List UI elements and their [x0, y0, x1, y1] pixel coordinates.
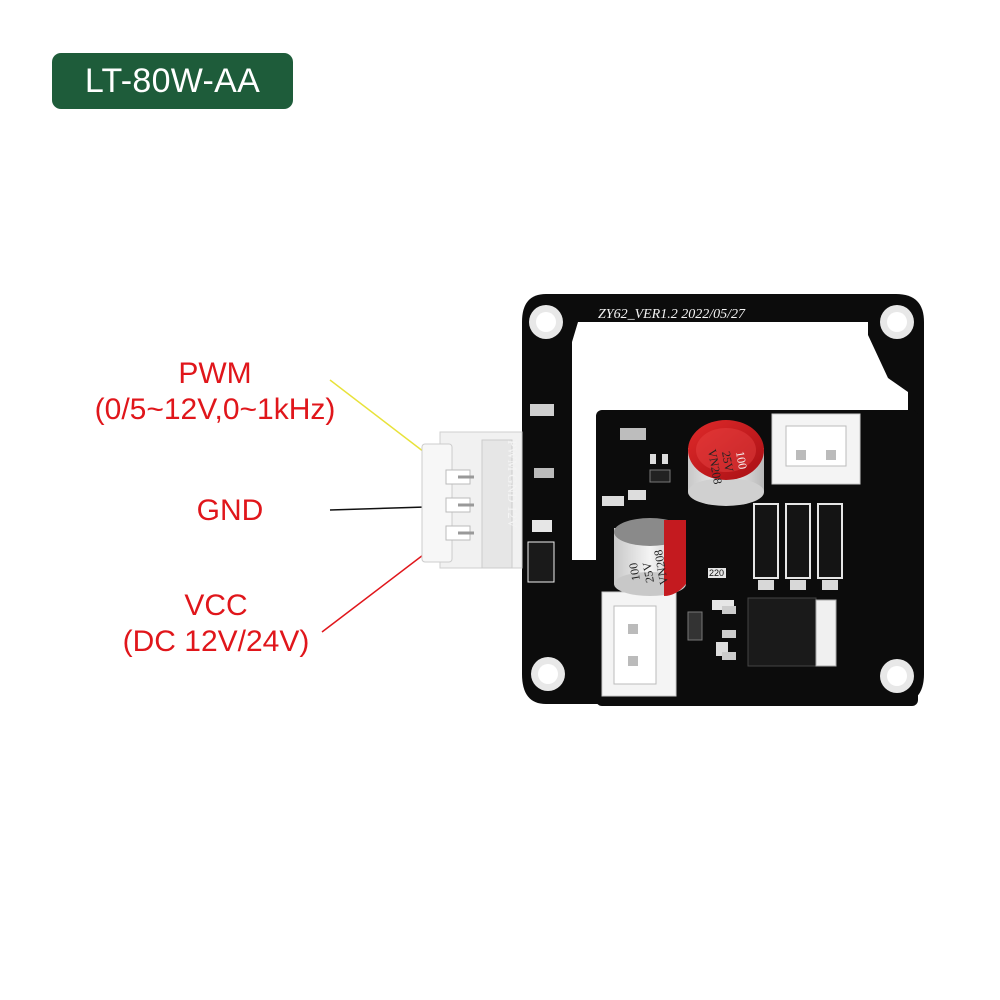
power-regulator: [722, 597, 837, 667]
smd-parts-left: [527, 404, 555, 583]
pwm-label: PWM: [178, 357, 252, 390]
output-connector-bottom: [601, 591, 677, 697]
pwm-spec: (0/5~12V,0~1kHz): [94, 393, 336, 426]
pwm-label-group: PWM (0/5~12V,0~1kHz): [60, 356, 370, 428]
cap-lower-voltage: 25V: [640, 561, 657, 584]
cap-upper-value: 100: [733, 450, 750, 470]
model-badge: LT-80W-AA: [52, 53, 293, 109]
smd-parts-island: [602, 428, 734, 656]
vcc-label-group: VCC (DC 12V/24V): [96, 588, 336, 660]
gnd-label: GND: [196, 494, 264, 527]
vcc-spec: (DC 12V/24V): [122, 625, 310, 658]
connector-pin-labels: PWM GND 12V: [505, 440, 520, 529]
output-connector-top: [771, 413, 861, 485]
transistor-row: [753, 503, 843, 590]
cap-lower-code: VN208: [651, 549, 671, 586]
vcc-label: VCC: [184, 589, 248, 622]
input-connector: [421, 431, 523, 569]
gnd-label-group: GND: [170, 493, 290, 529]
mounting-holes: [529, 305, 914, 693]
resistor-label: 220: [709, 568, 724, 578]
cap-upper-code: VN208: [705, 448, 725, 485]
pcb-silkscreen-top: ZY62_VER1.2 2022/05/27: [598, 307, 746, 322]
capacitor-lower: [614, 518, 686, 596]
cap-lower-value: 100: [626, 562, 643, 582]
capacitor-upper: [688, 420, 764, 506]
cap-upper-voltage: 25V: [719, 450, 736, 473]
